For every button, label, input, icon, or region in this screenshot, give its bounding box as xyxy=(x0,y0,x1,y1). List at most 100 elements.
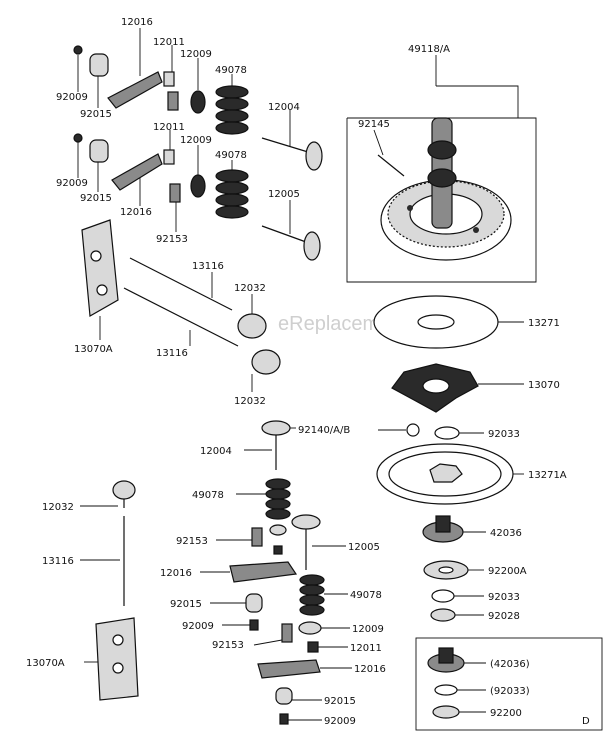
ring-92033-opt xyxy=(434,684,458,696)
label-42036-optional: (42036) xyxy=(490,659,530,670)
center-column-parts xyxy=(200,420,352,725)
label-12016: 12016 xyxy=(354,664,386,675)
label-49078: 49078 xyxy=(350,590,382,601)
label-12032: 12032 xyxy=(234,396,266,407)
label-92140AB: 92140/A/B xyxy=(298,425,350,436)
rocker-12016-a xyxy=(107,71,163,109)
ring-92033-b xyxy=(431,589,455,603)
label-92015: 92015 xyxy=(80,109,112,120)
gear-42036-opt-hub xyxy=(438,647,454,664)
label-12011: 12011 xyxy=(153,122,185,133)
stud-a xyxy=(167,91,179,111)
label-12011: 12011 xyxy=(350,643,382,654)
right-column-parts xyxy=(373,295,603,731)
nut-92009-a xyxy=(73,45,83,55)
label-12011: 12011 xyxy=(153,37,185,48)
part-labels: 12016 12011 12009 49078 92009 92015 1201… xyxy=(26,17,590,727)
gear-hole xyxy=(473,227,479,233)
label-12005: 12005 xyxy=(268,189,300,200)
camshaft-box xyxy=(346,117,537,283)
label-92153: 92153 xyxy=(156,234,188,245)
plate-13271-hole xyxy=(417,314,455,330)
nut-92009-c xyxy=(249,619,259,631)
retainer-12009-b xyxy=(190,174,206,198)
rocker-assembly-upper xyxy=(73,28,323,171)
label-13116: 13116 xyxy=(192,261,224,272)
pushrod-group-upper xyxy=(81,219,281,392)
retainer-12009-c xyxy=(298,621,322,635)
left-column-lower xyxy=(80,480,139,701)
label-12032: 12032 xyxy=(234,283,266,294)
label-92033-optional: (92033) xyxy=(490,686,530,697)
rocker-assembly-lower xyxy=(73,130,321,261)
tappet-12032-b xyxy=(251,349,281,375)
ball-92140 xyxy=(406,423,420,437)
cap-12011-a xyxy=(163,71,175,87)
gasket-hole xyxy=(96,284,108,296)
label-box-d: D xyxy=(582,716,590,727)
valve-12004-a-stem xyxy=(261,137,309,153)
label-92200: 92200 xyxy=(490,708,522,719)
gasket-hole xyxy=(112,634,124,646)
gasket-13070A-a xyxy=(81,219,119,317)
label-13070A: 13070A xyxy=(74,344,113,355)
spring-49078-c xyxy=(265,478,291,520)
tappet-12032-a xyxy=(237,313,267,339)
camshaft-group xyxy=(346,55,537,283)
valve-12005-a-stem xyxy=(261,225,307,243)
nut-92009-d xyxy=(279,713,289,725)
spring-49078-d xyxy=(299,574,325,616)
spring-49078-b xyxy=(215,169,249,219)
label-12009: 12009 xyxy=(180,135,212,146)
pivot-92015-c xyxy=(245,593,263,613)
stud-92153-a xyxy=(169,183,181,203)
washer-92028 xyxy=(430,608,456,622)
optional-box-d xyxy=(415,637,603,731)
pushrod-13116-b xyxy=(123,287,239,347)
washer-92200 xyxy=(432,705,460,719)
label-12004: 12004 xyxy=(268,102,300,113)
gasket-hole xyxy=(90,250,102,262)
label-13116: 13116 xyxy=(42,556,74,567)
leader-49118-box xyxy=(436,85,519,118)
label-13116: 13116 xyxy=(156,348,188,359)
cam-lobe xyxy=(427,140,457,160)
label-12004: 12004 xyxy=(200,446,232,457)
label-49078: 49078 xyxy=(215,150,247,161)
pushrod-13116-a xyxy=(129,257,233,311)
nut-92009-b xyxy=(73,133,83,143)
label-12032: 12032 xyxy=(42,502,74,513)
rocker-12016-c xyxy=(229,561,298,583)
label-49078: 49078 xyxy=(215,65,247,76)
stud-92153-c xyxy=(281,623,293,643)
tappet-12032-c xyxy=(112,480,136,500)
label-92009: 92009 xyxy=(56,178,88,189)
label-12009: 12009 xyxy=(352,624,384,635)
label-12009: 12009 xyxy=(180,49,212,60)
governor-hub xyxy=(422,378,450,394)
label-92028: 92028 xyxy=(488,611,520,622)
pin-92145 xyxy=(377,154,405,177)
label-13271: 13271 xyxy=(528,318,560,329)
label-92009: 92009 xyxy=(324,716,356,727)
label-92033: 92033 xyxy=(488,429,520,440)
cap-12011-c xyxy=(307,641,319,653)
gear-42036-hub xyxy=(435,515,451,533)
label-12016: 12016 xyxy=(160,568,192,579)
label-13070A: 13070A xyxy=(26,658,65,669)
cam-lobe xyxy=(427,168,457,188)
leader-92153-c xyxy=(253,639,283,646)
ring-92033-a xyxy=(434,426,460,440)
label-42036: 42036 xyxy=(490,528,522,539)
gear-hole xyxy=(407,205,413,211)
label-49118A: 49118/A xyxy=(408,44,450,55)
label-92153: 92153 xyxy=(212,640,244,651)
spring-49078-a xyxy=(215,85,249,135)
valve-12004-a-head xyxy=(305,141,323,171)
pivot-92015-b xyxy=(89,139,109,163)
label-12016: 12016 xyxy=(120,207,152,218)
label-92015: 92015 xyxy=(324,696,356,707)
label-92033: 92033 xyxy=(488,592,520,603)
label-13070: 13070 xyxy=(528,380,560,391)
